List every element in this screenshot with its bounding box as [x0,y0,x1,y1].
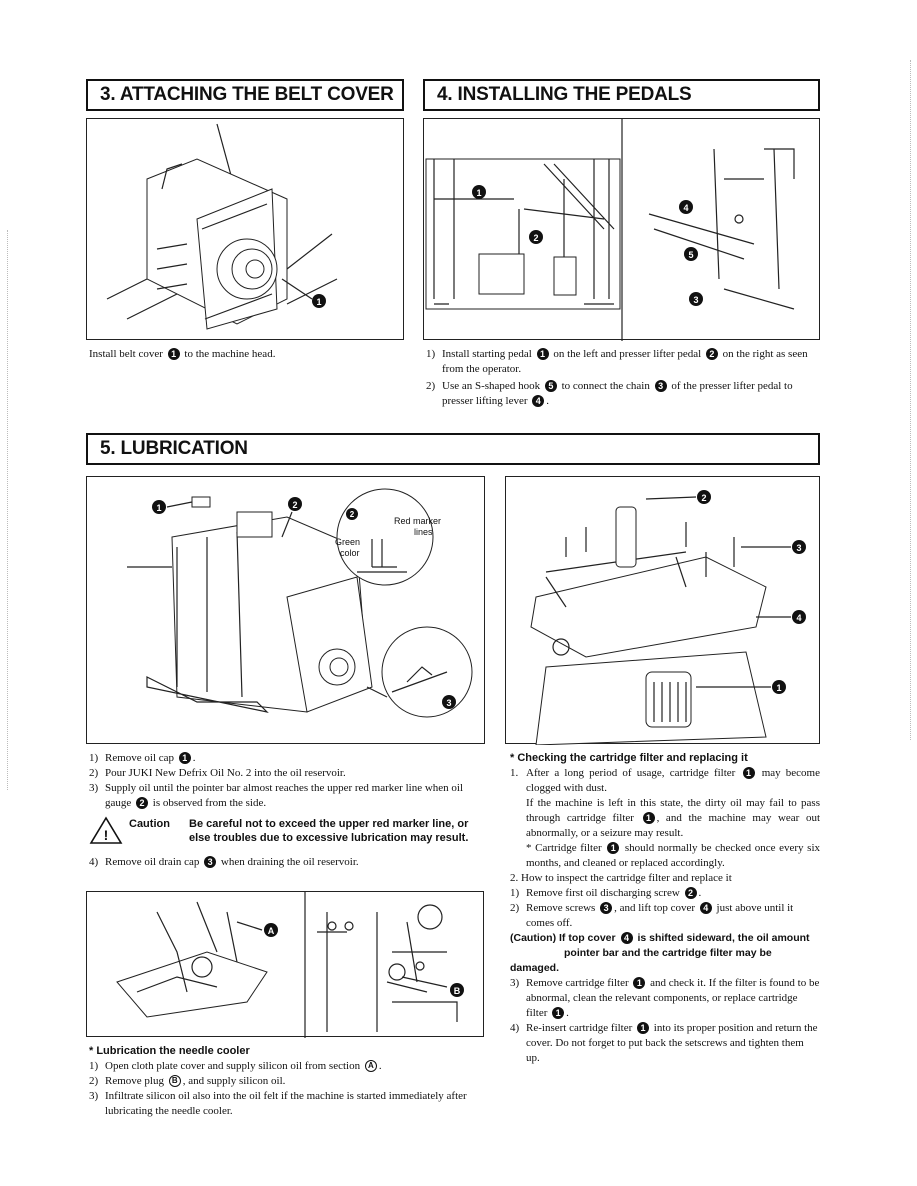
lines-label: lines [414,527,433,537]
red-marker-label: Red marker [394,516,441,526]
section4-title: 4. INSTALLING THE PEDALS [437,84,692,105]
svg-text:5: 5 [688,250,693,260]
lubrication-illustration: 1 2 2 Red marker lines Green color 3 [127,488,473,718]
section3-header: 3. ATTACHING THE BELT COVER [86,79,404,111]
list-item: 1) Remove oil cap 1. [89,752,196,765]
lubrication-steps: 1) Remove oil cap 1. 2) Pour JUKI New De… [89,751,489,811]
right-margin-dots [910,60,911,740]
filter-caution: (Caution) If top cover 4 is shifted side… [510,932,810,974]
svg-text:1: 1 [776,683,781,693]
list-item: 2) Use an S-shaped hook 5 to connect the… [426,380,793,408]
svg-text:!: ! [104,827,109,843]
section3-caption: Install belt cover 1 to the machine head… [89,348,276,361]
caution-block: ! Caution Be careful not to exceed the u… [89,815,489,849]
inspect-heading: 2. How to inspect the cartridge filter a… [510,872,732,884]
number-badge: 1 [167,348,180,361]
list-item: 2) Pour JUKI New Defrix Oil No. 2 into t… [89,767,346,779]
section3-title: 3. ATTACHING THE BELT COVER [100,84,394,105]
list-item: 3) Infiltrate silicon oil also into the … [89,1090,467,1117]
cartridge-filter-illustration: 2 3 4 1 [530,490,806,745]
left-margin-dots [7,230,8,790]
section5-header: 5. LUBRICATION [86,433,820,465]
list-item: 4) Remove oil drain cap 3 when draining … [89,856,359,869]
caution-text-1: Be careful not to exceed the upper red m… [189,818,469,830]
lubrication-step4: 4) Remove oil drain cap 3 when draining … [89,855,489,870]
svg-text:4: 4 [683,203,688,213]
warning-triangle-icon: ! [89,816,123,844]
svg-text:1: 1 [476,188,481,198]
needle-cooler-heading: * Lubrication the needle cooler [89,1045,250,1057]
list-item: 2) Remove screws 3, and lift top cover 4… [510,902,794,929]
svg-text:2: 2 [292,500,297,510]
section4-steps: 1) Install starting pedal 1 on the left … [426,347,821,409]
cartridge-filter-heading: * Checking the cartridge filter and repl… [510,752,748,764]
list-item: 1. After a long period of usage, cartrid… [510,767,820,869]
svg-text:2: 2 [350,510,355,519]
section5-title: 5. LUBRICATION [100,438,248,459]
needle-cooler-text: * Lubrication the needle cooler 1) Open … [89,1044,489,1119]
section4-header: 4. INSTALLING THE PEDALS [423,79,820,111]
cartridge-filter-text: * Checking the cartridge filter and repl… [510,751,820,1066]
caution-label: Caution [129,818,170,830]
svg-text:2: 2 [701,493,706,503]
green-label: Green [335,537,360,547]
list-item: 2) Remove plug B, and supply silicon oil… [89,1075,286,1088]
svg-text:4: 4 [796,613,801,623]
lubrication-figure: 1 2 2 Red marker lines Green color 3 [86,476,485,744]
svg-text:1: 1 [156,503,161,513]
list-item: 1) Install starting pedal 1 on the left … [426,348,808,375]
svg-text:3: 3 [693,295,698,305]
caution-text-2: else troubles due to excessive lubricati… [189,832,469,844]
pedals-figure: 1 2 4 5 3 [423,118,820,341]
list-item: 3) Remove cartridge filter 1 and check i… [510,977,820,1020]
list-item: 3) Supply oil until the pointer bar almo… [89,782,464,810]
svg-text:A: A [268,926,275,936]
color-label: color [340,548,360,558]
svg-text:B: B [454,986,461,996]
list-item: 1) Remove first oil discharging screw 2. [510,887,702,900]
list-item: 1) Open cloth plate cover and supply sil… [89,1060,382,1073]
needle-cooler-figure: A B [86,891,484,1038]
svg-text:2: 2 [533,233,538,243]
svg-text:3: 3 [796,543,801,553]
belt-cover-illustration: 1 [106,123,338,330]
svg-text:3: 3 [446,698,451,708]
cartridge-filter-figure: 2 3 4 1 [505,476,820,745]
needle-cooler-illustration: A B [116,892,464,1038]
list-item: 4) Re-insert cartridge filter 1 into its… [510,1022,818,1064]
belt-cover-figure: 1 [86,118,404,340]
pedals-illustration: 1 2 4 5 3 [425,119,795,341]
belt-cover-callout: 1 [316,297,321,307]
